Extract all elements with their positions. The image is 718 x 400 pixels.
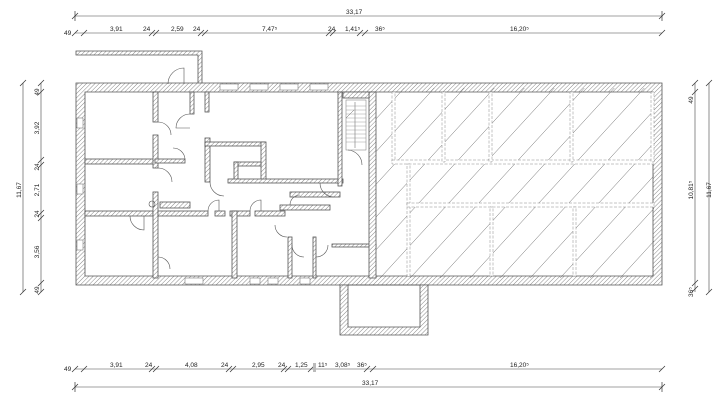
left-total-dimension: 11,67 — [16, 182, 23, 198]
bottom-dim-4: 4,08 — [185, 362, 198, 369]
top-dim-4: 2,59 — [171, 26, 184, 33]
bottom-dim-11: 36⁵ — [357, 362, 367, 369]
left-dim-4: 2,71 — [34, 183, 41, 196]
left-dim-2: 3,92 — [34, 121, 41, 134]
top-dim-10: 16,20⁵ — [510, 26, 529, 33]
bottom-dim-12: 16,20⁵ — [510, 362, 529, 369]
top-dim-5: 24 — [193, 26, 201, 33]
bottom-dimension-chain: 49 3,91 24 4,08 24 2,95 24 1,25 11⁵ 3,08… — [64, 362, 666, 392]
left-dimension-chain: 11,67 49 3,92 24 2,71 24 3,56 49 — [16, 79, 45, 296]
bottom-dim-1: 49 — [64, 366, 72, 373]
top-dim-7: 24 — [328, 26, 336, 33]
right-dimension-chain: 49 10,81⁵ 36⁵ 11,67 — [688, 79, 713, 297]
bottom-dim-9: 11⁵ — [318, 362, 328, 369]
left-dim-1: 49 — [34, 88, 41, 96]
top-dim-1: 49 — [64, 30, 72, 37]
top-total-dimension: 33,17 — [346, 9, 363, 16]
top-dim-2: 3,91 — [110, 26, 123, 33]
bottom-dim-6: 2,95 — [252, 362, 265, 369]
east-storage-zone — [376, 88, 655, 278]
right-dim-2: 10,81⁵ — [688, 180, 695, 199]
door-swings — [129, 67, 335, 270]
bottom-total-dimension: 33,17 — [362, 380, 379, 387]
right-dim-1: 49 — [688, 96, 695, 104]
left-dim-5: 24 — [34, 210, 41, 218]
left-dim-6: 3,56 — [34, 245, 41, 258]
bottom-dim-2: 3,91 — [110, 362, 123, 369]
bottom-dim-10: 3,08⁵ — [335, 362, 351, 369]
bottom-dim-7: 24 — [278, 362, 286, 369]
building-walls — [75, 50, 663, 336]
right-dim-3: 36⁵ — [688, 287, 695, 297]
right-total-dimension: 11,67 — [706, 182, 713, 198]
top-dim-6: 7,47⁵ — [262, 26, 278, 33]
bottom-dim-5: 24 — [221, 362, 229, 369]
top-dim-9: 36⁵ — [375, 26, 385, 33]
top-dim-8: 1,41⁵ — [345, 26, 361, 33]
bottom-dim-8: 1,25 — [295, 362, 308, 369]
top-dim-3: 24 — [143, 26, 151, 33]
staircase — [345, 99, 367, 166]
left-dim-7: 49 — [34, 286, 41, 294]
bottom-dim-3: 24 — [145, 362, 153, 369]
left-dim-3: 24 — [34, 163, 41, 171]
top-dimension-chain: 33,17 49 3,91 24 2,59 24 7,47⁵ 24 1,41⁵ … — [64, 9, 666, 37]
